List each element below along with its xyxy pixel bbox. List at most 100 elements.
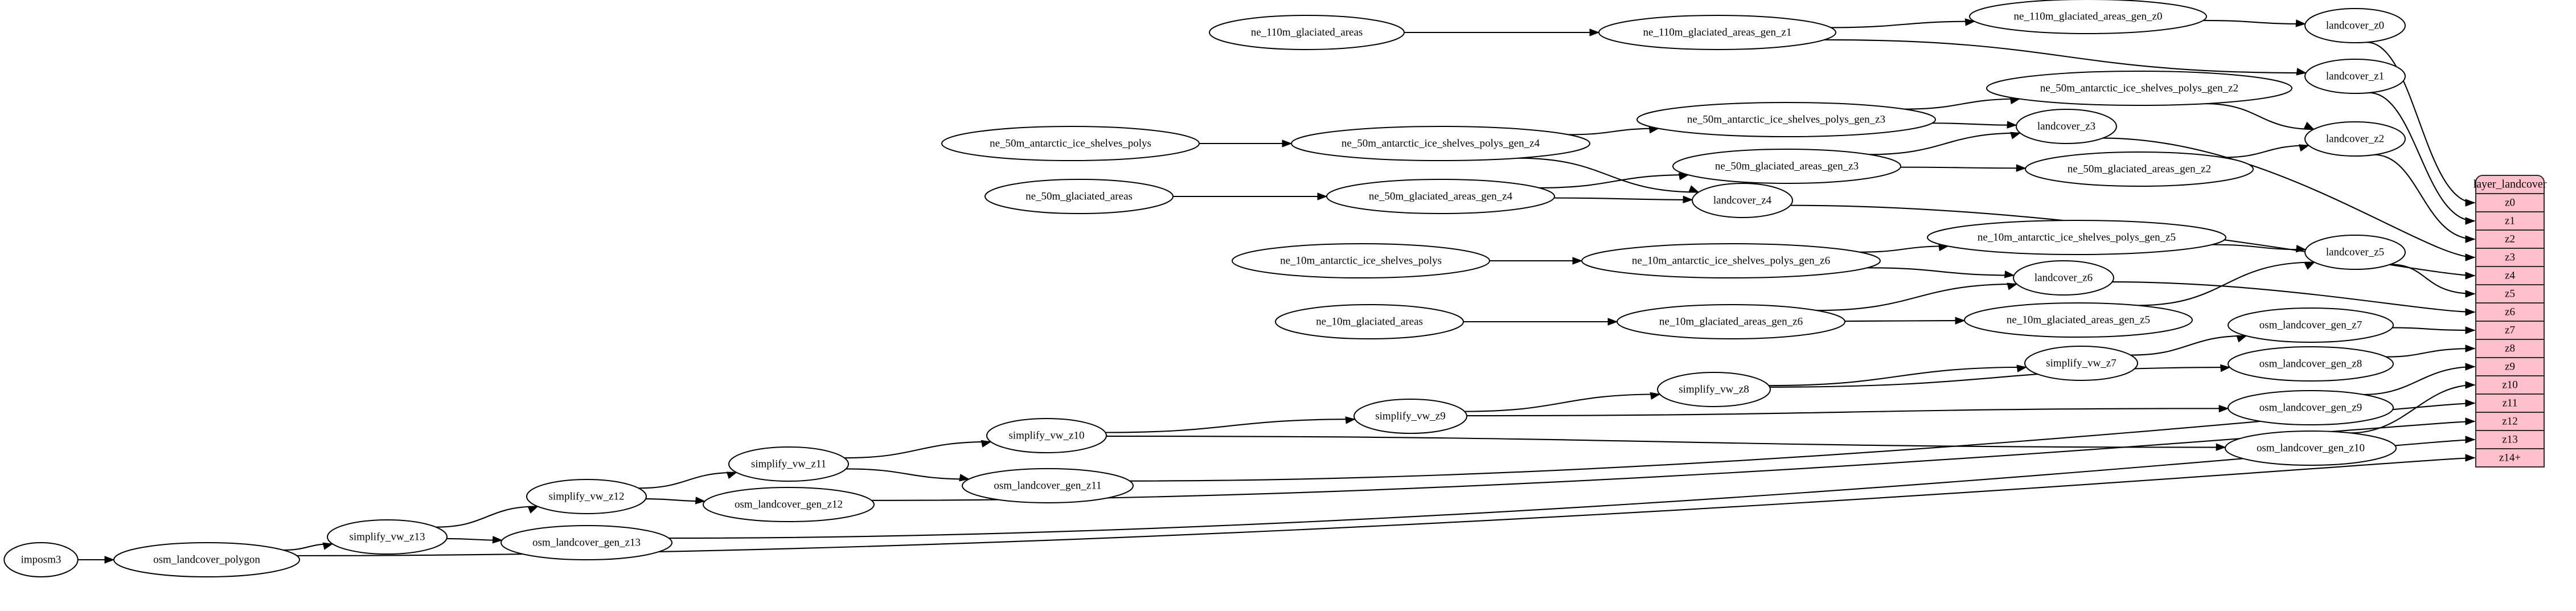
node-simplify_vw_z8[interactable]: simplify_vw_z8 (1657, 372, 1771, 407)
node-osm_landcover_gen_z10[interactable]: osm_landcover_gen_z10 (2225, 430, 2397, 466)
node-ne_10m_antarctic_ice_shelves_polys_gen_z5[interactable]: ne_10m_antarctic_ice_shelves_polys_gen_z… (1927, 220, 2226, 255)
node-landcover_z1[interactable]: landcover_z1 (2304, 59, 2406, 94)
node-label: ne_50m_antarctic_ice_shelves_polys_gen_z… (1687, 113, 1885, 125)
node-ne_50m_antarctic_ice_shelves_polys_gen_z3[interactable]: ne_50m_antarctic_ice_shelves_polys_gen_z… (1636, 102, 1936, 137)
node-ne_10m_antarctic_ice_shelves_polys[interactable]: ne_10m_antarctic_ice_shelves_polys (1232, 243, 1490, 278)
node-ne_10m_glaciated_areas_gen_z5[interactable]: ne_10m_glaciated_areas_gen_z5 (1964, 302, 2193, 338)
table-row-z4[interactable] (2475, 266, 2545, 285)
node-ne_10m_glaciated_areas_gen_z6[interactable]: ne_10m_glaciated_areas_gen_z6 (1617, 304, 1845, 339)
node-osm_landcover_gen_z13[interactable]: osm_landcover_gen_z13 (501, 525, 672, 560)
table-row-label-z14+: z14+ (2499, 452, 2521, 464)
node-ne_10m_glaciated_areas[interactable]: ne_10m_glaciated_areas (1275, 304, 1464, 339)
node-osm_landcover_gen_z11[interactable]: osm_landcover_gen_z11 (962, 468, 1134, 503)
node-ellipse (703, 487, 875, 522)
edge-simplify_vw_z11--to--simplify_vw_z10 (844, 441, 991, 459)
node-ellipse (2225, 430, 2397, 466)
node-ellipse (941, 126, 1200, 161)
edge-ne_10m_glaciated_areas_gen_z5--to--landcover_z5 (2138, 261, 2315, 306)
node-simplify_vw_z13[interactable]: simplify_vw_z13 (327, 519, 448, 555)
edge-arrowhead (2465, 308, 2476, 316)
table-row-z9[interactable] (2475, 357, 2545, 376)
node-ellipse (1209, 15, 1405, 50)
node-osm_landcover_gen_z12[interactable]: osm_landcover_gen_z12 (703, 487, 875, 522)
node-label: landcover_z0 (2326, 19, 2384, 31)
node-osm_landcover_polygon[interactable]: osm_landcover_polygon (113, 542, 300, 577)
node-simplify_vw_z10[interactable]: simplify_vw_z10 (986, 418, 1107, 453)
edge-simplify_vw_z7--to--osm_landcover_gen_z7 (2130, 335, 2246, 356)
node-osm_landcover_gen_z7[interactable]: osm_landcover_gen_z7 (2228, 307, 2394, 343)
edge-arrowhead (1345, 416, 1356, 424)
node-landcover_z0[interactable]: landcover_z0 (2304, 8, 2406, 43)
node-ellipse (2025, 151, 2254, 187)
node-label: osm_landcover_gen_z7 (2259, 319, 2362, 331)
edge-osm_landcover_gen_z11--to--layer_landcover_z11 (1130, 402, 2475, 482)
node-label: osm_landcover_gen_z9 (2259, 401, 2362, 413)
edge-arrowhead (2465, 363, 2476, 371)
edge-arrowhead (2465, 399, 2476, 407)
edge-ne_50m_glaciated_areas_gen_z4--to--landcover_z4 (1554, 197, 1693, 200)
node-label: simplify_vw_z10 (1009, 429, 1085, 441)
node-label: ne_10m_antarctic_ice_shelves_polys (1280, 255, 1442, 266)
table-row-z0[interactable] (2475, 193, 2545, 212)
table-row-z8[interactable] (2475, 339, 2545, 358)
node-simplify_vw_z7[interactable]: simplify_vw_z7 (2024, 346, 2138, 381)
node-landcover_z2[interactable]: landcover_z2 (2304, 121, 2406, 157)
edge-osm_landcover_gen_z8--to--layer_landcover_z8 (2386, 347, 2475, 358)
node-ne_50m_antarctic_ice_shelves_polys_gen_z2[interactable]: ne_50m_antarctic_ice_shelves_polys_gen_z… (1986, 71, 2292, 106)
node-label: landcover_z1 (2326, 70, 2384, 82)
table-row-label-z4: z4 (2505, 269, 2515, 281)
node-landcover_z4[interactable]: landcover_z4 (1692, 183, 1793, 218)
node-ne_110m_glaciated_areas_gen_z0[interactable]: ne_110m_glaciated_areas_gen_z0 (1969, 0, 2207, 34)
edge-arrowhead (2304, 261, 2315, 270)
node-label: osm_landcover_gen_z10 (2257, 442, 2365, 454)
edge-simplify_vw_z8--to--simplify_vw_z7 (1769, 366, 2027, 387)
edge-simplify_vw_z8--to--osm_landcover_gen_z8 (1770, 367, 2230, 388)
node-osm_landcover_gen_z9[interactable]: osm_landcover_gen_z9 (2228, 390, 2394, 425)
node-ellipse (1353, 399, 1467, 434)
node-landcover_z5[interactable]: landcover_z5 (2304, 235, 2406, 270)
node-label: osm_landcover_gen_z11 (994, 479, 1101, 491)
node-simplify_vw_z11[interactable]: simplify_vw_z11 (728, 446, 849, 482)
node-landcover_z6[interactable]: landcover_z6 (2013, 260, 2114, 296)
node-label: imposm3 (21, 553, 61, 565)
edge-simplify_vw_z13--to--simplify_vw_z12 (436, 506, 538, 528)
node-ellipse (2304, 8, 2406, 43)
node-ellipse (3, 542, 79, 577)
node-ne_110m_glaciated_areas[interactable]: ne_110m_glaciated_areas (1209, 15, 1405, 50)
node-ne_110m_glaciated_areas_gen_z1[interactable]: ne_110m_glaciated_areas_gen_z1 (1598, 15, 1836, 50)
edge-arrowhead (1650, 392, 1661, 400)
node-label: landcover_z6 (2034, 272, 2093, 284)
node-simplify_vw_z12[interactable]: simplify_vw_z12 (526, 479, 647, 514)
table-row-z14+[interactable] (2475, 448, 2545, 468)
table-row-z6[interactable] (2475, 302, 2545, 322)
node-ne_50m_glaciated_areas_gen_z4[interactable]: ne_50m_glaciated_areas_gen_z4 (1326, 179, 1555, 214)
node-ne_50m_glaciated_areas[interactable]: ne_50m_glaciated_areas (985, 179, 1174, 214)
edge-arrowhead (2465, 199, 2476, 207)
table-header-label: layer_landcover (2474, 178, 2547, 191)
layer-landcover-table: layer_landcoverz0z1z2z3z4z5z6z7z8z9z10z1… (2474, 175, 2547, 468)
table-row-z10[interactable] (2475, 375, 2545, 395)
edge-ne_50m_antarctic_ice_shelves_polys_gen_z3--to--ne_50m_antarctic_ice_shelves_polys_gen_z2 (1904, 98, 2020, 110)
node-ne_50m_glaciated_areas_gen_z2[interactable]: ne_50m_glaciated_areas_gen_z2 (2025, 151, 2254, 187)
table-row-z13[interactable] (2475, 430, 2545, 449)
node-ne_50m_antarctic_ice_shelves_polys_gen_z4[interactable]: ne_50m_antarctic_ice_shelves_polys_gen_z… (1291, 126, 1590, 161)
node-landcover_z3[interactable]: landcover_z3 (2016, 109, 2117, 144)
edge-arrowhead (726, 471, 737, 479)
edge-arrowhead (981, 440, 992, 448)
table-row-z5[interactable] (2475, 284, 2545, 304)
edge-ne_50m_glaciated_areas_gen_z3--to--ne_50m_glaciated_areas_gen_z2 (1900, 166, 2026, 169)
node-imposm3[interactable]: imposm3 (3, 542, 79, 577)
table-row-z12[interactable] (2475, 412, 2545, 431)
edge-arrowhead (2016, 164, 2027, 172)
node-label: simplify_vw_z13 (350, 531, 425, 543)
node-simplify_vw_z9[interactable]: simplify_vw_z9 (1353, 399, 1467, 434)
node-ne_50m_antarctic_ice_shelves_polys[interactable]: ne_50m_antarctic_ice_shelves_polys (941, 126, 1200, 161)
edge-arrowhead (527, 506, 539, 514)
node-ellipse (526, 479, 647, 514)
node-ne_10m_antarctic_ice_shelves_polys_gen_z6[interactable]: ne_10m_antarctic_ice_shelves_polys_gen_z… (1581, 243, 1881, 278)
node-ne_50m_glaciated_areas_gen_z3[interactable]: ne_50m_glaciated_areas_gen_z3 (1672, 149, 1901, 184)
edge-simplify_vw_z11--to--osm_landcover_gen_z11 (846, 468, 969, 480)
node-osm_landcover_gen_z8[interactable]: osm_landcover_gen_z8 (2228, 346, 2394, 382)
table-row-label-z8: z8 (2505, 342, 2515, 354)
node-ellipse (986, 418, 1107, 453)
